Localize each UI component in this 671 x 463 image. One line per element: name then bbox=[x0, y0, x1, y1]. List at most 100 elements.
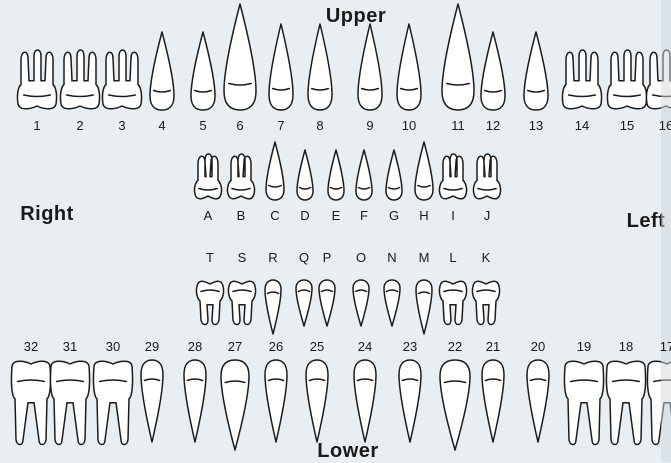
tooth-label-28: 28 bbox=[188, 339, 202, 354]
tooth-12 bbox=[481, 32, 505, 110]
tooth-label-P: P bbox=[323, 250, 332, 265]
tooth-label-H: H bbox=[419, 208, 428, 223]
tooth-label-B: B bbox=[237, 208, 246, 223]
tooth-label-31: 31 bbox=[63, 339, 77, 354]
tooth-label-F: F bbox=[360, 208, 368, 223]
tooth-B bbox=[227, 154, 254, 199]
tooth-label-12: 12 bbox=[486, 118, 500, 133]
tooth-label-C: C bbox=[270, 208, 279, 223]
tooth-13 bbox=[524, 32, 548, 110]
tooth-T bbox=[196, 281, 223, 324]
tooth-label-15: 15 bbox=[620, 118, 634, 133]
tooth-label-M: M bbox=[419, 250, 430, 265]
tooth-P bbox=[319, 280, 335, 326]
tooth-30 bbox=[93, 361, 132, 444]
tooth-label-6: 6 bbox=[236, 118, 243, 133]
tooth-label-30: 30 bbox=[106, 339, 120, 354]
tooth-label-2: 2 bbox=[76, 118, 83, 133]
tooth-C bbox=[266, 142, 284, 200]
tooth-15 bbox=[607, 50, 646, 109]
tooth-label-S: S bbox=[238, 250, 247, 265]
tooth-label-11: 11 bbox=[451, 118, 465, 133]
tooth-19 bbox=[564, 361, 603, 444]
tooth-label-K: K bbox=[482, 250, 491, 265]
tooth-label-I: I bbox=[451, 208, 455, 223]
tooth-R bbox=[265, 280, 281, 334]
tooth-label-32: 32 bbox=[24, 339, 38, 354]
tooth-label-8: 8 bbox=[316, 118, 323, 133]
tooth-label-4: 4 bbox=[158, 118, 165, 133]
tooth-10 bbox=[397, 24, 421, 110]
tooth-E bbox=[328, 150, 344, 200]
tooth-20 bbox=[527, 360, 549, 442]
tooth-25 bbox=[306, 360, 328, 442]
tooth-label-16: 16 bbox=[659, 118, 671, 133]
tooth-21 bbox=[482, 360, 504, 442]
tooth-22 bbox=[440, 360, 470, 450]
tooth-label-29: 29 bbox=[145, 339, 159, 354]
tooth-29 bbox=[141, 360, 163, 442]
tooth-label-J: J bbox=[484, 208, 491, 223]
tooth-8 bbox=[308, 24, 332, 110]
tooth-H bbox=[415, 142, 433, 200]
tooth-label-19: 19 bbox=[577, 339, 591, 354]
tooth-A bbox=[194, 154, 221, 199]
tooth-label-T: T bbox=[206, 250, 214, 265]
tooth-M bbox=[416, 280, 432, 334]
tooth-Q bbox=[296, 280, 312, 326]
tooth-label-3: 3 bbox=[118, 118, 125, 133]
tooth-4 bbox=[150, 32, 174, 110]
tooth-label-1: 1 bbox=[33, 118, 40, 133]
tooth-label-18: 18 bbox=[619, 339, 633, 354]
tooth-K bbox=[472, 281, 499, 324]
tooth-O bbox=[353, 280, 369, 326]
tooth-label-R: R bbox=[268, 250, 277, 265]
tooth-label-17: 17 bbox=[660, 339, 671, 354]
tooth-N bbox=[384, 280, 400, 326]
tooth-18 bbox=[606, 361, 645, 444]
tooth-5 bbox=[191, 32, 215, 110]
tooth-label-26: 26 bbox=[269, 339, 283, 354]
tooth-23 bbox=[399, 360, 421, 442]
tooth-label-7: 7 bbox=[277, 118, 284, 133]
tooth-1 bbox=[17, 50, 56, 109]
tooth-L bbox=[439, 281, 466, 324]
tooth-11 bbox=[442, 4, 474, 110]
tooth-6 bbox=[224, 4, 256, 110]
tooth-G bbox=[386, 150, 402, 200]
tooth-J bbox=[473, 154, 500, 199]
tooth-F bbox=[356, 150, 372, 200]
tooth-28 bbox=[184, 360, 206, 442]
page-edge bbox=[661, 0, 671, 462]
tooth-26 bbox=[265, 360, 287, 442]
tooth-label-E: E bbox=[332, 208, 341, 223]
tooth-label-23: 23 bbox=[403, 339, 417, 354]
tooth-label-13: 13 bbox=[529, 118, 543, 133]
tooth-32 bbox=[11, 361, 50, 444]
tooth-label-D: D bbox=[300, 208, 309, 223]
tooth-S bbox=[228, 281, 255, 324]
tooth-label-G: G bbox=[389, 208, 399, 223]
tooth-24 bbox=[354, 360, 376, 442]
tooth-label-27: 27 bbox=[228, 339, 242, 354]
tooth-label-24: 24 bbox=[358, 339, 372, 354]
tooth-I bbox=[439, 154, 466, 199]
tooth-31 bbox=[50, 361, 89, 444]
tooth-7 bbox=[269, 24, 293, 110]
tooth-label-10: 10 bbox=[402, 118, 416, 133]
tooth-label-N: N bbox=[387, 250, 396, 265]
tooth-label-14: 14 bbox=[575, 118, 589, 133]
tooth-14 bbox=[562, 50, 601, 109]
tooth-9 bbox=[358, 24, 382, 110]
tooth-D bbox=[297, 150, 313, 200]
tooth-label-5: 5 bbox=[199, 118, 206, 133]
tooth-label-25: 25 bbox=[310, 339, 324, 354]
tooth-label-A: A bbox=[204, 208, 213, 223]
tooth-label-L: L bbox=[449, 250, 456, 265]
tooth-label-21: 21 bbox=[486, 339, 500, 354]
tooth-2 bbox=[60, 50, 99, 109]
tooth-label-22: 22 bbox=[448, 339, 462, 354]
tooth-label-Q: Q bbox=[299, 250, 309, 265]
